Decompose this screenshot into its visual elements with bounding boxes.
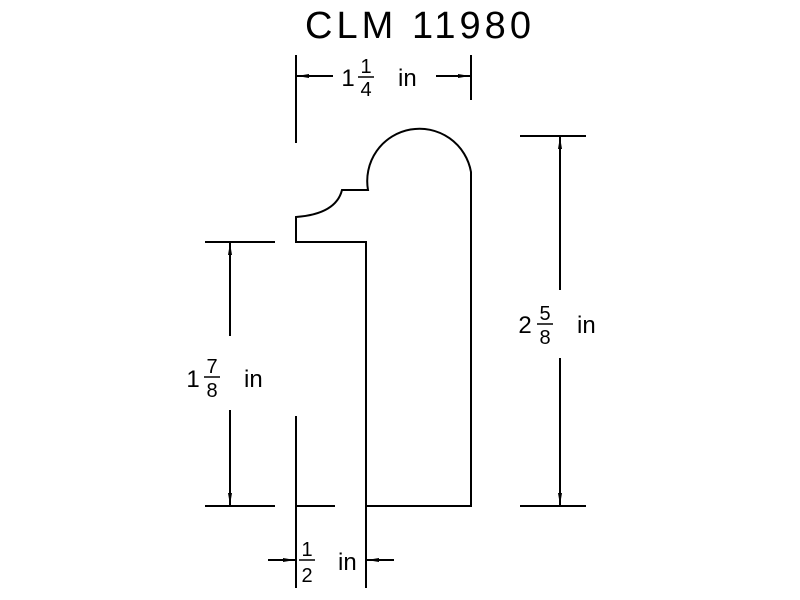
svg-text:5: 5 <box>539 303 550 325</box>
top-width-label: 1 1 4 in <box>341 56 416 101</box>
svg-text:1: 1 <box>360 56 371 78</box>
bottom-width-label: 1 2 in <box>299 539 357 587</box>
svg-text:1: 1 <box>341 65 354 92</box>
overall-height-dimension <box>520 135 586 507</box>
svg-text:in: in <box>338 549 357 576</box>
svg-text:2: 2 <box>518 312 531 339</box>
svg-text:in: in <box>398 65 417 92</box>
svg-text:8: 8 <box>539 327 550 349</box>
svg-text:7: 7 <box>206 356 217 378</box>
molding-profile <box>295 127 472 507</box>
lower-height-dimension <box>205 241 275 507</box>
lower-height-label: 1 7 8 in <box>186 356 262 402</box>
bottom-width-dimension <box>268 416 394 588</box>
svg-text:1: 1 <box>301 539 312 561</box>
overall-height-label: 2 5 8 in <box>518 303 595 349</box>
svg-text:in: in <box>244 366 263 393</box>
svg-text:2: 2 <box>301 565 312 587</box>
svg-text:4: 4 <box>360 79 371 101</box>
svg-text:1: 1 <box>186 366 199 393</box>
drawing-title: CLM 11980 <box>305 5 531 47</box>
arrowheads <box>228 74 562 562</box>
top-width-dimension <box>295 55 472 143</box>
svg-text:in: in <box>577 312 596 339</box>
svg-text:8: 8 <box>206 380 217 402</box>
